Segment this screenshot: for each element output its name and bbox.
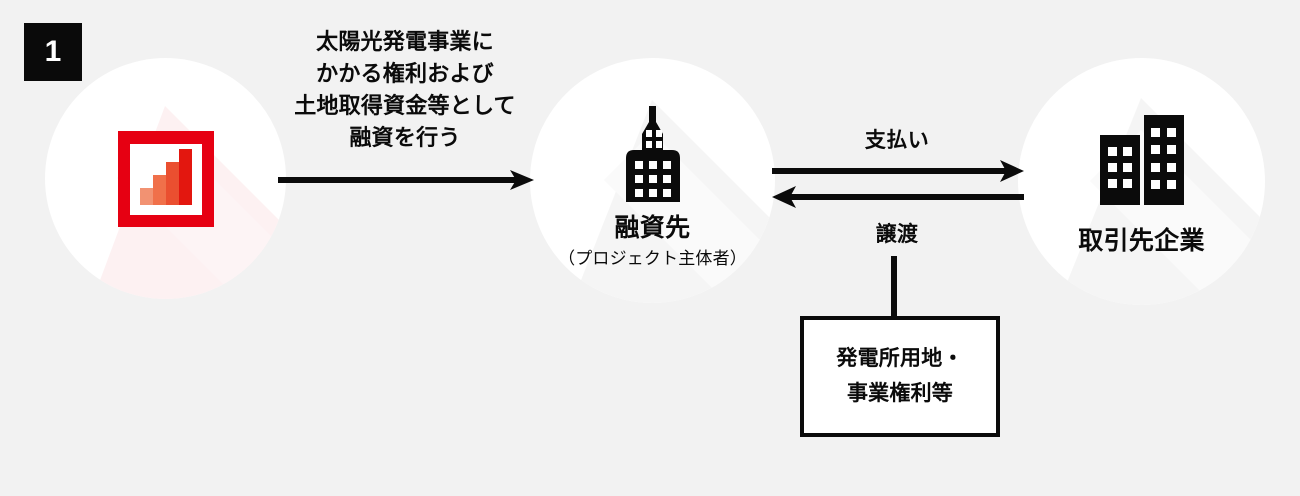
asset-box-line-1: 発電所用地・ bbox=[836, 346, 964, 370]
two-buildings-icon bbox=[1099, 115, 1184, 205]
asset-box-line-2: 事業権利等 bbox=[846, 381, 954, 405]
payment-label: 支払い bbox=[864, 129, 930, 152]
financing-arrow-right bbox=[278, 170, 534, 190]
bar-4 bbox=[178, 148, 192, 205]
payment-arrow-right bbox=[772, 160, 1024, 182]
bar-chart-icon-plot bbox=[129, 143, 202, 215]
node-partner-inner: 取引先企業 bbox=[1018, 58, 1265, 305]
bar-1 bbox=[139, 187, 153, 205]
bar-chart-icon bbox=[117, 130, 214, 227]
node-borrower-inner: 融資先 （プロジェクト主体者） bbox=[530, 58, 775, 303]
node-borrower-title: 融資先 bbox=[614, 214, 691, 242]
tower-building-icon bbox=[625, 106, 680, 202]
bar-3 bbox=[165, 161, 179, 205]
financing-flow-line-4: 融資を行う bbox=[349, 124, 461, 150]
node-lender-inner bbox=[45, 58, 286, 299]
asset-connector-line bbox=[891, 256, 897, 318]
transfer-arrow-left bbox=[772, 186, 1024, 208]
step-number-badge: 1 bbox=[24, 23, 82, 81]
node-lender bbox=[45, 58, 286, 299]
node-borrower-caption: 融資先 （プロジェクト主体者） bbox=[530, 213, 775, 270]
asset-box: 発電所用地・ 事業権利等 bbox=[800, 316, 1000, 437]
node-partner-caption: 取引先企業 bbox=[1018, 226, 1265, 256]
transfer-label: 譲渡 bbox=[875, 223, 919, 246]
financing-flow-line-2: かかる権利および bbox=[316, 60, 494, 86]
node-borrower: 融資先 （プロジェクト主体者） bbox=[530, 58, 775, 303]
step-number-label: 1 bbox=[44, 35, 62, 68]
financing-flow-label: 太陽光発電事業に かかる権利および 土地取得資金等として 融資を行う bbox=[272, 26, 538, 154]
bar-2 bbox=[152, 174, 166, 205]
financing-flow-line-1: 太陽光発電事業に bbox=[316, 29, 494, 54]
financing-flow-line-3: 土地取得資金等として bbox=[294, 92, 516, 118]
node-borrower-subtitle: （プロジェクト主体者） bbox=[558, 249, 747, 268]
node-partner: 取引先企業 bbox=[1018, 58, 1265, 305]
node-partner-title: 取引先企業 bbox=[1078, 227, 1205, 255]
